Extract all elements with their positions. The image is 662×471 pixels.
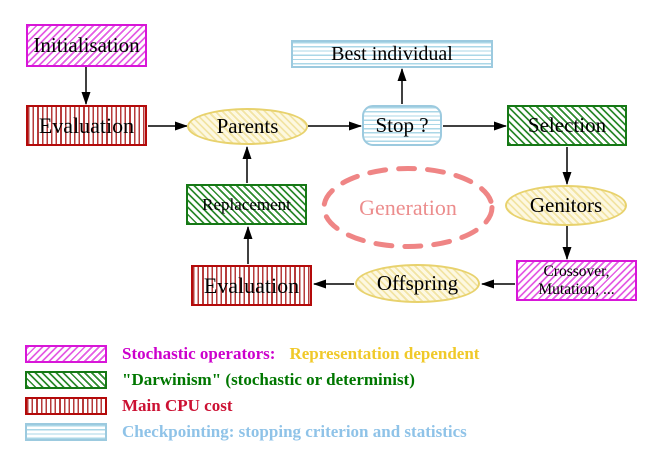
parents-node: Parents <box>187 108 308 145</box>
offspring-node: Offspring <box>355 264 480 303</box>
stop-node: Stop ? <box>362 105 442 146</box>
selection-label: Selection <box>527 113 607 138</box>
evaluation-bottom-label: Evaluation <box>203 272 300 298</box>
legend-row-darwinism: "Darwinism" (stochastic or determinist) <box>122 370 415 390</box>
legend-stochastic-label: Stochastic operators: <box>122 344 276 363</box>
crossover-mutation-label: Crossover, Mutation, ... <box>538 263 614 299</box>
legend-row-stochastic-operators: Stochastic operators: Representation dep… <box>122 344 479 364</box>
legend-checkpointing-label: Checkpointing: stopping criterion and st… <box>122 422 467 441</box>
evaluation-top-node: Evaluation <box>26 105 147 146</box>
legend-swatch-darwinism <box>25 371 107 389</box>
crossover-line1: Crossover, <box>543 262 610 280</box>
genitors-label: Genitors <box>529 193 603 218</box>
legend-darwinism-label: "Darwinism" (stochastic or determinist) <box>122 370 415 389</box>
initialisation-label: Initialisation <box>33 33 140 58</box>
generation-dashed-ellipse <box>321 166 495 249</box>
generation-text: Generation <box>359 194 457 220</box>
replacement-node: Replacement <box>186 184 307 225</box>
initialisation-node: Initialisation <box>26 24 147 67</box>
stop-label: Stop ? <box>375 113 429 138</box>
legend-row-checkpointing: Checkpointing: stopping criterion and st… <box>122 422 467 442</box>
legend-main-cpu-cost-label: Main CPU cost <box>122 396 233 415</box>
evaluation-bottom-node: Evaluation <box>191 265 312 306</box>
generation-label: Generation <box>323 168 493 247</box>
best-individual-label: Best individual <box>331 42 453 65</box>
legend-swatch-checkpointing <box>25 423 107 441</box>
legend-swatch-stochastic-operators <box>25 345 107 363</box>
best-individual-node: Best individual <box>291 40 493 68</box>
selection-node: Selection <box>507 105 627 146</box>
legend-representation-dependent-label: Representation dependent <box>289 344 480 363</box>
legend-row-main-cpu-cost: Main CPU cost <box>122 396 232 416</box>
crossover-mutation-node: Crossover, Mutation, ... <box>516 260 637 301</box>
legend-swatch-main-cpu-cost <box>25 397 107 415</box>
offspring-label: Offspring <box>376 271 459 296</box>
parents-label: Parents <box>216 114 279 139</box>
genitors-node: Genitors <box>505 185 627 226</box>
replacement-label: Replacement <box>202 194 291 214</box>
crossover-line2: Mutation, ... <box>538 280 615 298</box>
evaluation-top-label: Evaluation <box>38 112 135 138</box>
